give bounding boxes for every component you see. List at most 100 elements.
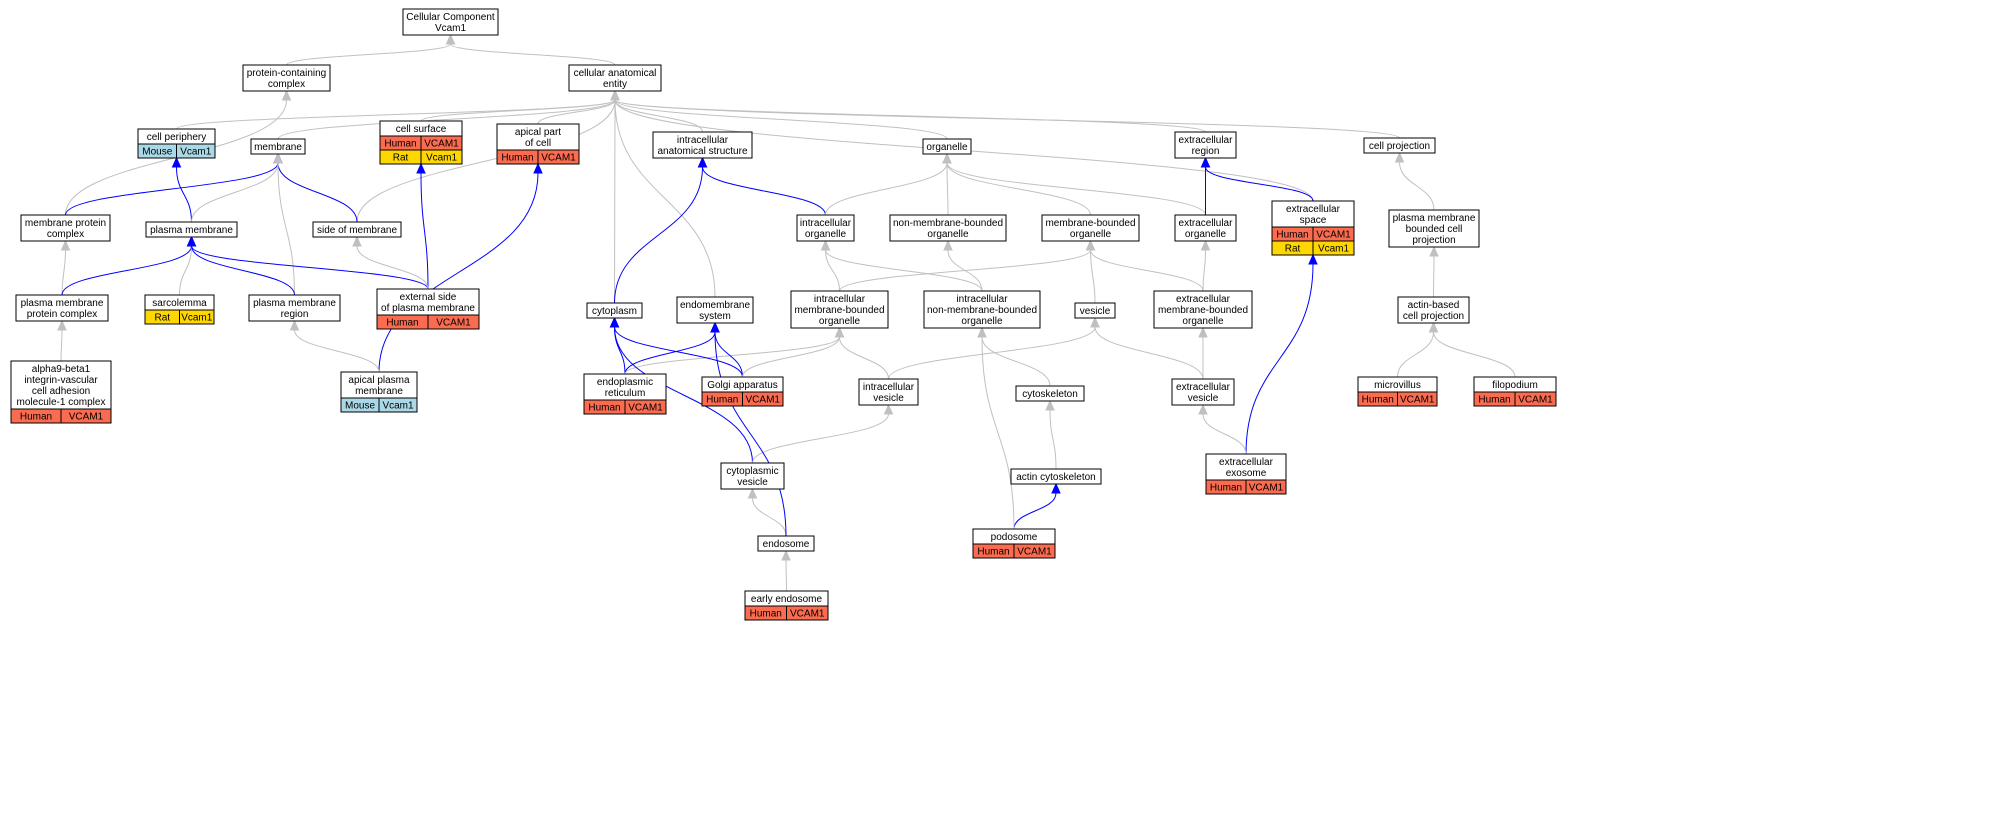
node-label-line: endosome	[763, 539, 810, 550]
node-label-line: organelle	[819, 316, 861, 327]
node-label-line: exosome	[1226, 468, 1267, 479]
node-label-box	[1205, 453, 1287, 481]
node-endo[interactable]: endosome	[757, 535, 815, 552]
node-label-line: extracellular	[1176, 382, 1231, 393]
node-label-box	[858, 378, 919, 406]
node-label-line: extracellular	[1219, 457, 1274, 468]
node-label-line: plasma membrane	[150, 225, 233, 236]
edge-embo-to-mbo	[1090, 249, 1204, 292]
edge-cae-to-cc	[450, 43, 616, 66]
node-acsk[interactable]: actin cytoskeleton	[1010, 468, 1102, 485]
node-mem[interactable]: membrane	[250, 138, 306, 155]
arrowhead-espm-to-som	[352, 235, 362, 247]
annotation-gene: Vcam1	[382, 401, 414, 412]
node-label-line: projection	[1412, 235, 1455, 246]
node-label-line: Vcam1	[435, 23, 467, 34]
node-label-line: cytoplasmic	[726, 466, 778, 477]
node-cproj[interactable]: cell projection	[1363, 137, 1436, 154]
node-pm[interactable]: plasma membrane	[145, 221, 238, 238]
node-label-box	[1388, 209, 1480, 248]
node-inmbo[interactable]: intracellularnon-membrane-boundedorganel…	[923, 290, 1041, 329]
arrowhead-cv-to-iv	[883, 403, 894, 415]
edges-layer	[57, 33, 1516, 592]
node-label-line: plasma membrane	[253, 298, 336, 309]
edge-ev-to-ves	[1094, 326, 1204, 380]
annotation-gene: VCAM1	[790, 609, 825, 620]
node-label-box	[676, 296, 754, 324]
node-label-line: region	[281, 309, 309, 320]
arrowhead-embo-to-mbo	[1085, 239, 1096, 251]
arrowhead-apm-to-pmr	[289, 319, 300, 331]
annotation-gene: VCAM1	[541, 153, 576, 164]
arrowhead-podo-to-acsk	[1051, 482, 1061, 494]
annotation-species: Human	[20, 412, 52, 423]
edge-espm-to-cs	[420, 172, 429, 290]
edge-ias-to-cae	[614, 99, 703, 133]
node-label-line: endomembrane	[680, 300, 750, 311]
edge-cv-to-cyto	[614, 326, 753, 464]
node-label-line: external side	[400, 292, 457, 303]
node-csk[interactable]: cytoskeleton	[1015, 385, 1085, 402]
node-label-box	[312, 221, 402, 238]
arrowhead-apm-to-apc	[533, 162, 543, 174]
node-ves[interactable]: vesicle	[1074, 302, 1116, 319]
node-org[interactable]: organelle	[922, 138, 972, 155]
node-label-line: vesicle	[737, 477, 768, 488]
node-label-box	[1397, 296, 1470, 324]
node-label-line: bounded cell	[1406, 224, 1463, 235]
node-label-line: membrane-bounded	[1158, 305, 1248, 316]
arrowhead-exs-to-exr	[1200, 156, 1211, 168]
edge-pcc-to-cc	[286, 43, 451, 66]
edge-mpc-to-mem	[65, 162, 279, 216]
node-label-line: organelle	[927, 229, 969, 240]
node-label-box	[796, 214, 855, 242]
node-label-line: organelle	[1070, 229, 1112, 240]
node-label-line: actin cytoskeleton	[1016, 472, 1096, 483]
arrowhead-exs-to-cae	[610, 89, 620, 101]
node-label-box	[340, 371, 418, 399]
node-som[interactable]: side of membrane	[312, 221, 402, 238]
edge-pm-to-mem	[191, 162, 279, 223]
edge-endo-to-ems	[714, 331, 787, 537]
node-cyto[interactable]: cytoplasm	[586, 302, 643, 319]
arrowhead-cv-to-cyto	[609, 316, 620, 328]
edge-apc-to-cae	[537, 99, 616, 125]
node-label-line: cell periphery	[147, 132, 206, 143]
node-label-line: system	[699, 311, 731, 322]
